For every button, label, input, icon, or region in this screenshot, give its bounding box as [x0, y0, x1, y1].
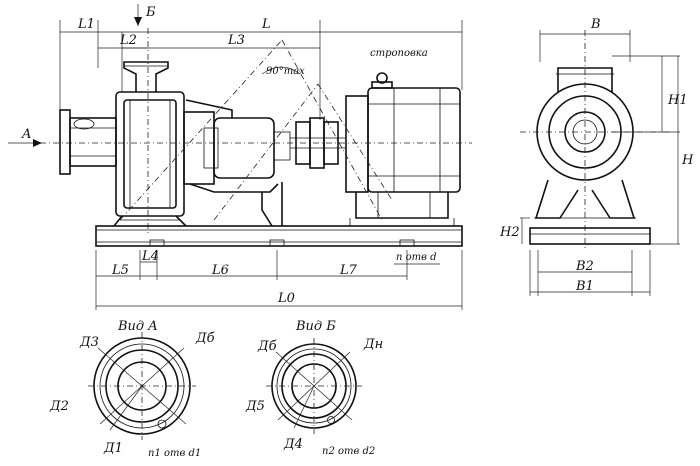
label-L6: L6	[211, 263, 229, 278]
label-L1: L1	[77, 17, 95, 32]
mount-hole-1	[149, 239, 165, 247]
label-n1-d1: n1 отв d1	[148, 448, 201, 459]
electric-motor	[345, 72, 461, 226]
label-view-arrow-b: Б	[145, 5, 156, 20]
end-view-base	[529, 227, 651, 245]
base-frame	[95, 225, 463, 247]
title-view-a: Вид A	[117, 319, 158, 334]
label-D2: Д2	[49, 399, 69, 414]
label-n2-d2: n2 отв d2	[322, 446, 375, 457]
side-view	[8, 4, 472, 310]
label-L: L	[261, 17, 271, 32]
label-sling-angle: 90°max	[266, 66, 305, 77]
label-B: B	[590, 17, 601, 32]
label-L4: L4	[141, 249, 159, 264]
label-L2: L2	[119, 33, 137, 48]
bearing-housing	[183, 99, 291, 227]
label-holes-d: n отв d	[396, 252, 437, 263]
label-L3: L3	[227, 33, 245, 48]
title-view-b: Вид Б	[295, 319, 336, 334]
label-Db-view-b: Дб	[257, 339, 277, 354]
label-D4: Д4	[283, 437, 303, 452]
view-arrow-a	[8, 139, 42, 147]
label-L7: L7	[339, 263, 358, 278]
sling-lines	[119, 39, 393, 221]
label-H: H	[681, 153, 694, 168]
view-a-flange	[88, 332, 196, 440]
label-L5: L5	[111, 263, 129, 278]
mount-hole-3	[399, 239, 415, 247]
top-dimensions	[59, 20, 463, 120]
label-B2: B2	[575, 259, 594, 274]
suction-flange	[59, 109, 117, 175]
label-D5: Д5	[245, 399, 265, 414]
view-b-flange	[266, 338, 362, 434]
label-B1: B1	[575, 279, 594, 294]
label-Dn: Дн	[363, 337, 383, 352]
bottom-dimensions	[95, 250, 463, 310]
label-H1: H1	[667, 93, 688, 108]
label-D3: Д3	[79, 335, 99, 350]
label-H2: H2	[499, 225, 520, 240]
label-sling: строповка	[370, 48, 428, 59]
pump-volute	[113, 61, 187, 227]
label-view-arrow-a: A	[21, 127, 31, 142]
mount-hole-2	[269, 239, 285, 247]
view-arrow-b	[134, 4, 142, 26]
label-L0: L0	[277, 291, 295, 306]
end-view	[520, 30, 680, 296]
label-Db-view-a: Дб	[195, 331, 215, 346]
label-D1: Д1	[103, 441, 123, 456]
